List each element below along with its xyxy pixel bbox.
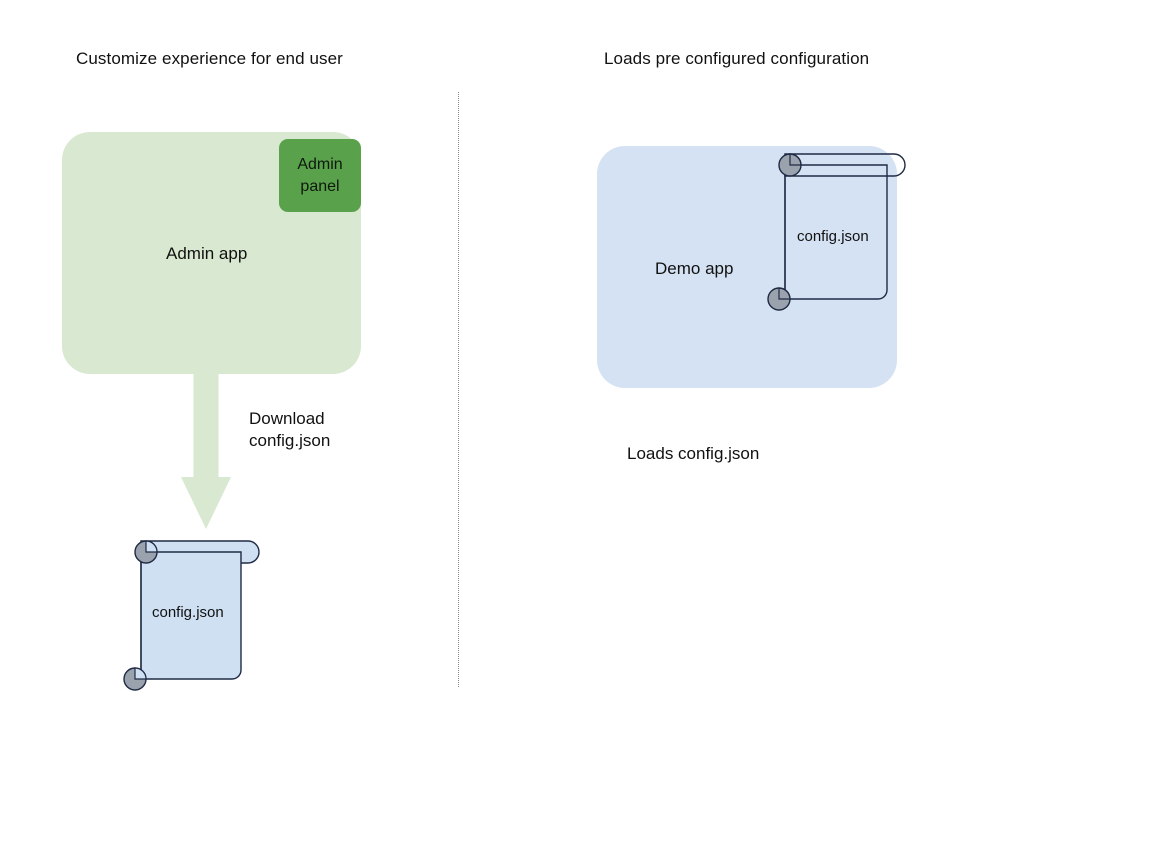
admin-app-label: Admin app	[166, 244, 248, 263]
right-document-label: config.json	[797, 228, 869, 245]
admin-panel-label: Admin panel	[297, 155, 343, 195]
down-arrow-icon	[181, 373, 231, 529]
admin-panel-chip[interactable]: Admin panel	[279, 139, 361, 212]
left-document-label: config.json	[152, 604, 224, 621]
vertical-dotted-divider	[458, 92, 459, 687]
left-column-title: Customize experience for end user	[76, 49, 343, 68]
loads-config-caption: Loads config.json	[627, 444, 760, 463]
demo-app-label: Demo app	[655, 259, 734, 278]
download-arrow-label: Download config.json	[249, 409, 331, 450]
scroll-document-icon	[123, 530, 264, 691]
demo-app-container	[597, 146, 897, 388]
right-column-title: Loads pre configured configuration	[604, 49, 870, 68]
scroll-document-icon	[767, 153, 908, 311]
